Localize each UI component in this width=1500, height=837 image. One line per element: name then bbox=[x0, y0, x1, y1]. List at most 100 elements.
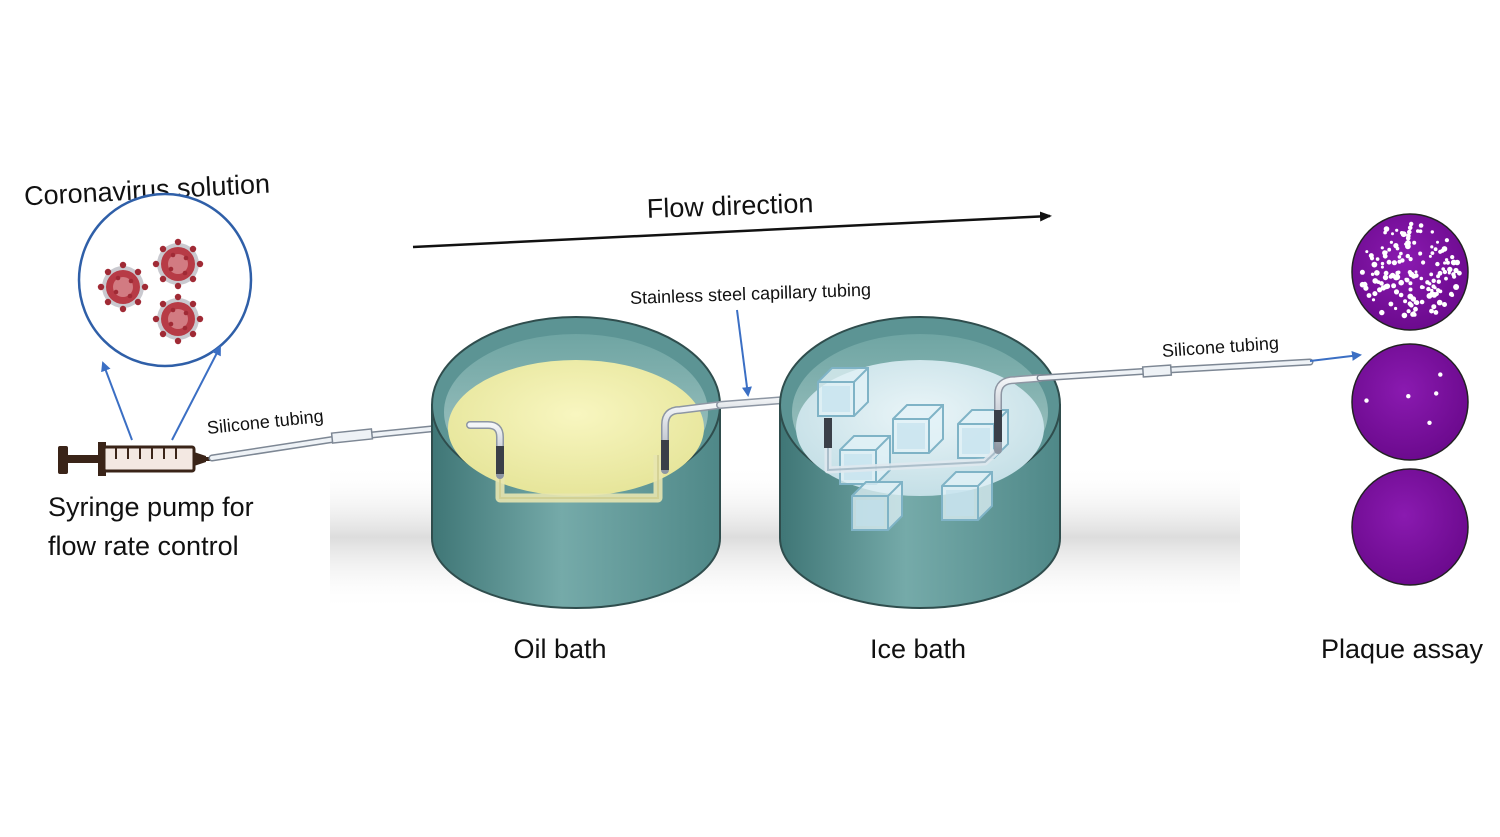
plaque-spot bbox=[1364, 398, 1369, 403]
plaque-spot bbox=[1438, 372, 1443, 377]
coronavirus-solution: Coronavirus solution bbox=[23, 169, 271, 441]
plaque-spot bbox=[1430, 288, 1434, 293]
plaque-spot bbox=[1363, 285, 1369, 291]
plaque-spot bbox=[1410, 311, 1416, 317]
plaque-plate-high-titer bbox=[1351, 213, 1469, 331]
plaque-spot bbox=[1431, 278, 1436, 283]
plaque-spot bbox=[1450, 293, 1455, 297]
plaque-spot bbox=[1399, 251, 1403, 256]
plaque-spot bbox=[1421, 260, 1426, 265]
plaque-spot bbox=[1395, 270, 1400, 275]
plaque-spot bbox=[1419, 285, 1424, 290]
plaque-spot bbox=[1391, 232, 1394, 236]
plaque-spot bbox=[1391, 260, 1397, 266]
plaque-spot bbox=[1435, 261, 1440, 267]
plaque-spot bbox=[1433, 247, 1438, 252]
plaque-spot bbox=[1450, 259, 1457, 266]
plaque-spot bbox=[1371, 261, 1378, 268]
plaque-spot bbox=[1401, 312, 1408, 319]
plaque-spot bbox=[1394, 306, 1398, 311]
plaque-spot bbox=[1384, 250, 1388, 254]
plaque-spot bbox=[1363, 281, 1367, 286]
plaque-spot bbox=[1433, 286, 1437, 290]
plaque-spot bbox=[1447, 271, 1451, 275]
oil-bath bbox=[431, 316, 724, 609]
plaque-assay bbox=[1351, 213, 1469, 586]
plaque-spot bbox=[1427, 420, 1432, 425]
ice-cube-icon bbox=[892, 404, 944, 454]
plaque-spot bbox=[1403, 299, 1408, 304]
plaque-spot bbox=[1430, 251, 1435, 256]
flow-direction-arrow bbox=[412, 211, 1052, 249]
silicone-tubing-left-label: Silicone tubing bbox=[206, 406, 325, 438]
plaque-spot bbox=[1375, 257, 1380, 261]
plaque-spot bbox=[1368, 253, 1374, 259]
plaque-spot bbox=[1442, 302, 1447, 307]
plaque-spot bbox=[1409, 221, 1414, 227]
ice-cube-icon bbox=[941, 471, 993, 521]
plaque-spot bbox=[1407, 229, 1412, 235]
plaque-spot bbox=[1419, 299, 1425, 305]
plaque-spot bbox=[1428, 254, 1432, 258]
plaque-spot bbox=[1383, 270, 1389, 276]
ice-bath bbox=[779, 316, 1061, 609]
plaque-spot bbox=[1380, 246, 1384, 250]
plaque-spot bbox=[1398, 279, 1404, 286]
plaque-spot bbox=[1406, 309, 1411, 314]
plaque-spot bbox=[1372, 291, 1378, 297]
plaque-spot bbox=[1380, 261, 1385, 266]
plaque-spot bbox=[1413, 301, 1417, 305]
plaque-spot bbox=[1388, 274, 1394, 279]
plaque-spot bbox=[1397, 259, 1402, 264]
plaque-spot bbox=[1371, 298, 1376, 302]
ice-cube-icon bbox=[817, 367, 869, 417]
ice-bath-label: Ice bath bbox=[870, 634, 966, 664]
zoom-arrow-left bbox=[101, 361, 133, 441]
plaque-spot bbox=[1418, 229, 1423, 234]
plaque-spot bbox=[1406, 394, 1411, 399]
plaque-spot bbox=[1370, 272, 1375, 276]
plaque-spot bbox=[1434, 291, 1439, 296]
plaque-spot bbox=[1405, 253, 1411, 259]
plaque-spot bbox=[1393, 289, 1400, 295]
plaque-spot bbox=[1426, 293, 1433, 299]
to-plaque-assay-arrow bbox=[1309, 350, 1362, 362]
syringe-pump-label-line1: Syringe pump for bbox=[48, 492, 254, 522]
plaque-spot bbox=[1391, 283, 1397, 289]
plaque-spot bbox=[1379, 309, 1385, 316]
plaque-spot bbox=[1380, 285, 1387, 291]
plaque-spot bbox=[1408, 287, 1413, 292]
plaque-spot bbox=[1382, 274, 1389, 281]
plaque-spot bbox=[1380, 265, 1384, 269]
plaque-spot bbox=[1404, 242, 1408, 246]
plaque-spot bbox=[1372, 278, 1378, 284]
plaque-spot bbox=[1433, 310, 1439, 315]
plaque-spot bbox=[1404, 277, 1408, 281]
plaque-spot bbox=[1382, 253, 1388, 259]
zoom-arrow-right bbox=[171, 345, 221, 441]
plaque-spot bbox=[1450, 255, 1455, 260]
plaque-spot bbox=[1398, 292, 1404, 298]
plaque-spot bbox=[1408, 257, 1413, 262]
plaque-plate-low-titer bbox=[1351, 343, 1469, 461]
plaque-spot bbox=[1429, 308, 1434, 314]
plaque-spot bbox=[1448, 267, 1453, 272]
plaque-spot bbox=[1389, 240, 1393, 244]
flow-direction-label: Flow direction bbox=[646, 188, 814, 224]
capillary-tubing-label: Stainless steel capillary tubing bbox=[630, 280, 872, 308]
plaque-spot bbox=[1407, 293, 1414, 300]
plaque-spot bbox=[1437, 270, 1443, 276]
ice-cube-icon bbox=[839, 435, 891, 485]
plaque-spot bbox=[1394, 274, 1401, 280]
plaque-spot bbox=[1406, 233, 1411, 238]
oil-bath-label: Oil bath bbox=[513, 634, 606, 664]
plaque-spot bbox=[1436, 299, 1443, 306]
plaque-spot bbox=[1416, 229, 1420, 233]
plaque-spot bbox=[1444, 258, 1449, 262]
plaque-spot bbox=[1444, 238, 1449, 243]
silicone-tubing-left: Silicone tubing bbox=[206, 406, 474, 462]
plaque-spot bbox=[1418, 251, 1423, 256]
plaque-spot bbox=[1379, 281, 1384, 286]
plaque-spot bbox=[1383, 226, 1390, 232]
